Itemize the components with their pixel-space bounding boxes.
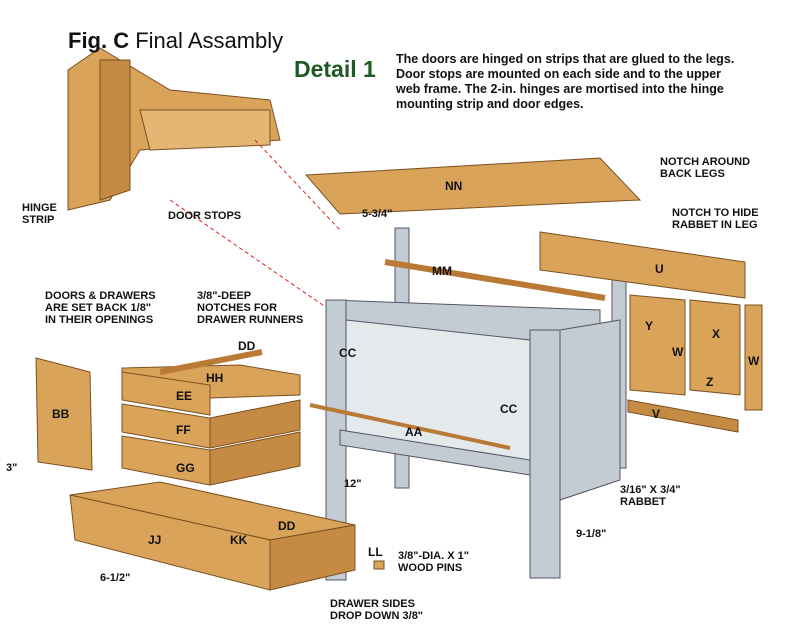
part-ff: FF xyxy=(176,423,191,437)
runner-dd xyxy=(159,349,263,375)
part-ee: EE xyxy=(176,389,193,403)
part-z: Z xyxy=(706,375,714,389)
detail-description: The doors are hinged on strips that are … xyxy=(396,52,735,111)
callout-door-stops: DOOR STOPS xyxy=(168,210,242,222)
callout-notch-back-legs: NOTCH AROUND BACK LEGS xyxy=(660,156,751,180)
part-w: W xyxy=(748,354,760,368)
rail-aa xyxy=(309,403,511,450)
callout-notch-rabbet: NOTCH TO HIDE RABBET IN LEG xyxy=(672,207,759,231)
panel-x xyxy=(689,299,741,396)
top-panel-nn xyxy=(304,157,642,215)
part-hh: HH xyxy=(206,371,224,385)
part-kk: KK xyxy=(230,533,248,547)
rail-mm xyxy=(384,259,606,301)
drawers xyxy=(69,364,356,591)
panel-u xyxy=(539,231,746,299)
part-jj: JJ xyxy=(148,533,162,547)
part-dd: DD xyxy=(278,519,296,533)
part-aa: AA xyxy=(405,425,423,439)
part-gg: GG xyxy=(176,461,195,475)
dim-drawer-pull: 6-1/2" xyxy=(100,572,131,584)
callout-set-back: DOORS & DRAWERS ARE SET BACK 1/8" IN THE… xyxy=(45,290,156,326)
leader-dashed xyxy=(169,199,331,311)
rail-v xyxy=(627,399,739,433)
part-mm: MM xyxy=(432,264,452,278)
callout-wood-pins: 3/8"-DIA. X 1" WOOD PINS xyxy=(398,550,469,574)
part-v: V xyxy=(652,407,661,421)
part-w: W xyxy=(672,345,684,359)
dim-leg-bottom: 9-1/8" xyxy=(576,528,607,540)
part-ll: LL xyxy=(368,545,383,559)
part-bb: BB xyxy=(52,407,70,421)
part-nn: NN xyxy=(445,179,463,193)
dim-top-rail: 5-3/4" xyxy=(362,208,393,220)
panel-y xyxy=(629,294,686,396)
dim-leg-height: 12" xyxy=(344,478,362,490)
part-cc: CC xyxy=(339,346,357,360)
callout-rabbet: 3/16" X 3/4" RABBET xyxy=(620,484,681,508)
part-cc: CC xyxy=(500,402,518,416)
cabinet-frame xyxy=(325,227,627,581)
detail-hinge-strip-illustration xyxy=(67,47,281,211)
callout-hinge-strip: HINGE STRIP xyxy=(22,202,57,226)
callout-drawer-sides: DRAWER SIDES DROP DOWN 3/8" xyxy=(330,598,424,622)
part-dd: DD xyxy=(238,339,256,353)
detail-title: Detail 1 xyxy=(294,56,376,82)
door-bb xyxy=(35,357,93,471)
panel-w xyxy=(744,304,763,411)
figure-title: Fig. C Final Assambly xyxy=(68,28,284,53)
dim-door-pull: 3" xyxy=(6,462,18,474)
wood-pin-ll xyxy=(373,560,385,570)
part-y: Y xyxy=(645,319,654,333)
part-x: X xyxy=(712,327,721,341)
callout-notches-runners: 3/8"-DEEP NOTCHES FOR DRAWER RUNNERS xyxy=(197,290,304,326)
part-u: U xyxy=(655,262,664,276)
